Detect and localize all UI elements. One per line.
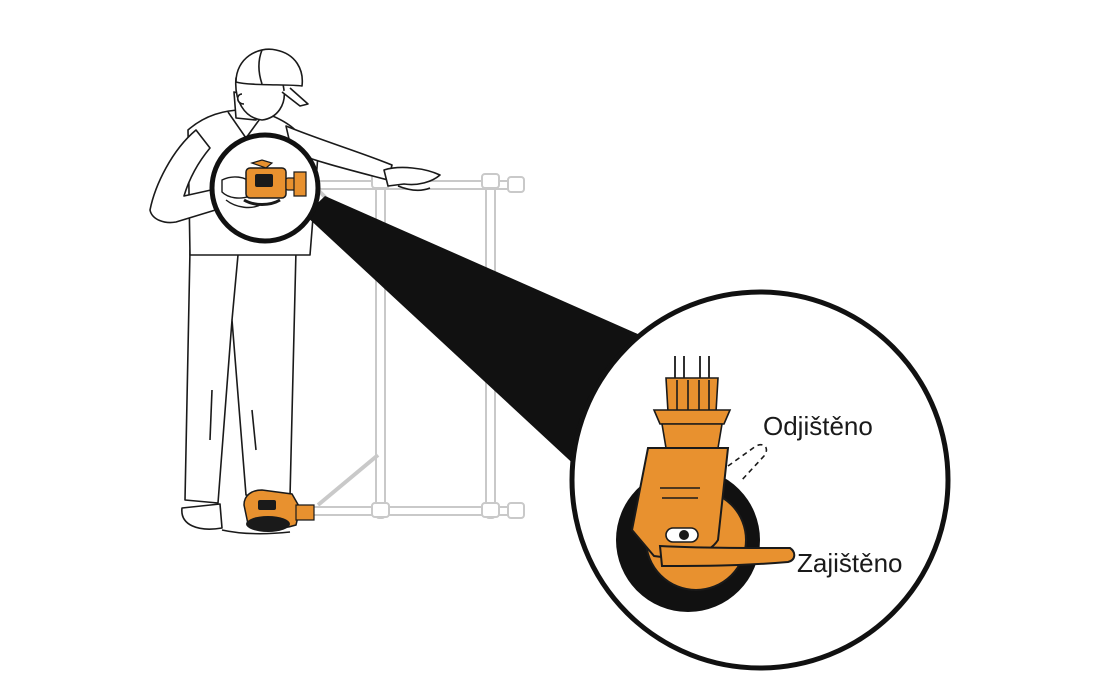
magnifier-circle-icon: [212, 135, 318, 241]
unlocked-label: Odjištěno: [763, 413, 873, 439]
brake-lever-locked: [660, 546, 794, 566]
foot-caster-icon: [222, 490, 314, 534]
locked-label: Zajištěno: [797, 550, 903, 576]
magnified-view: [572, 292, 948, 668]
